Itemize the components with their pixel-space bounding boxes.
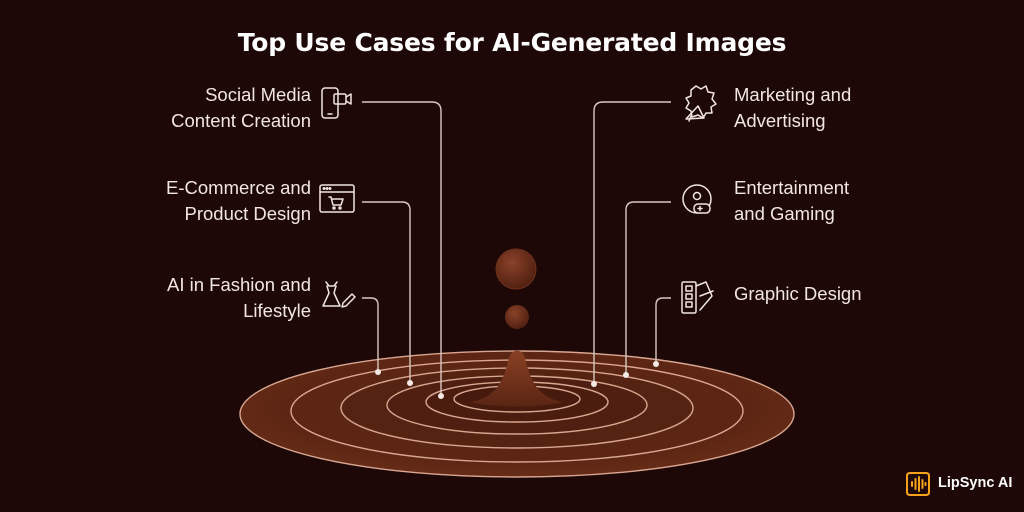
water-drop-large — [495, 248, 537, 290]
water-drop-small — [505, 305, 529, 329]
use-case-graphic-design: Graphic Design — [734, 281, 862, 307]
connector-dot-marketing — [591, 381, 597, 387]
water-ripple-rings — [239, 350, 795, 478]
use-case-label-line: Advertising — [734, 110, 826, 131]
use-case-label-line: Social Media — [205, 84, 311, 105]
use-case-label-line: Lifestyle — [243, 300, 311, 321]
use-case-label-line: E-Commerce and — [166, 177, 311, 198]
page-title: Top Use Cases for AI-Generated Images — [237, 28, 787, 57]
use-case-label-line: Graphic Design — [734, 283, 862, 304]
browser-cart-icon — [319, 184, 355, 213]
use-case-label-line: Marketing and — [734, 84, 852, 105]
connector-ecommerce — [362, 201, 411, 383]
megaphone-icon — [685, 85, 717, 122]
connector-dot-graphic — [653, 361, 659, 367]
connector-dot-ecommerce — [407, 380, 413, 386]
use-case-ecommerce: E-Commerce and Product Design — [166, 175, 311, 227]
connector-dot-fashion — [375, 369, 381, 375]
color-swatch-icon — [681, 281, 714, 314]
connector-dot-entertainment — [623, 372, 629, 378]
connector-fashion — [362, 297, 379, 372]
use-case-label-line: AI in Fashion and — [167, 274, 311, 295]
use-case-social-media: Social Media Content Creation — [171, 82, 311, 134]
use-case-entertainment: Entertainment and Gaming — [734, 175, 849, 227]
brand-logo: LipSync AI — [904, 470, 1014, 498]
use-case-label-line: and Gaming — [734, 203, 835, 224]
use-case-marketing: Marketing and Advertising — [734, 82, 851, 134]
connector-entertainment — [625, 201, 671, 375]
lipsync-logo-icon — [906, 472, 930, 496]
brand-name: LipSync AI — [938, 475, 1013, 491]
use-case-label-line: Content Creation — [171, 110, 311, 131]
connector-dot-social — [438, 393, 444, 399]
use-case-label-line: Product Design — [184, 203, 311, 224]
gamepad-disc-icon — [682, 184, 712, 214]
connector-graphic — [655, 297, 671, 364]
connector-social — [362, 101, 442, 396]
connector-marketing — [593, 101, 671, 384]
dress-pencil-icon — [322, 281, 356, 308]
splash-peak — [470, 350, 564, 407]
use-case-label-line: Entertainment — [734, 177, 850, 198]
use-case-fashion: AI in Fashion and Lifestyle — [167, 272, 311, 324]
mobile-video-icon — [321, 87, 352, 119]
